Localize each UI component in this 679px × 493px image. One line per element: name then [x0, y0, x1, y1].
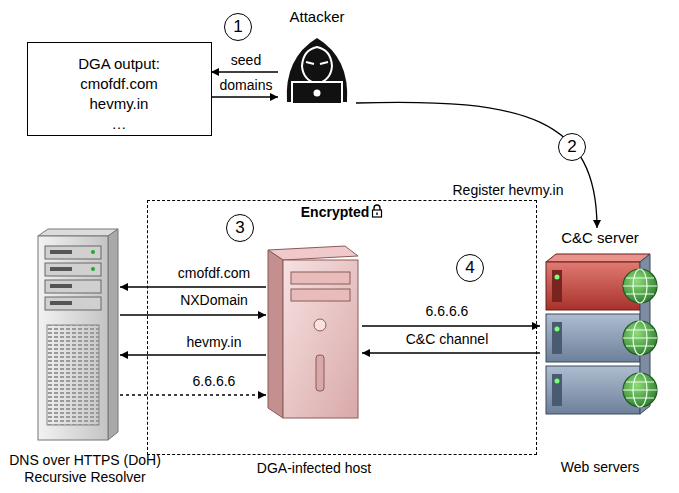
- edge-label: C&C channel: [404, 331, 491, 347]
- node-label: C&C server: [540, 228, 660, 247]
- edge-label: hevmy.in: [185, 334, 244, 350]
- node-label: DGA-infected host: [236, 460, 392, 477]
- callout-number: 3: [226, 214, 254, 242]
- arrow-connector: [120, 354, 266, 355]
- edge-label: seed: [229, 52, 263, 68]
- node-label: Encrypted: [301, 203, 369, 221]
- encrypted-region: EncryptedDGA-infected host: [147, 200, 537, 455]
- arrow-connector: [211, 71, 278, 72]
- callout-number: 2: [558, 133, 586, 161]
- edge-label: NXDomain: [178, 292, 250, 308]
- edge-label: 6.6.6.6: [424, 303, 471, 319]
- arrow-connector: [120, 286, 266, 287]
- arrow-connector: [120, 394, 266, 395]
- lock-symbol: [369, 203, 383, 220]
- edge-label: domains: [218, 77, 275, 93]
- node-label: Attacker: [278, 8, 356, 26]
- edge-label: cmofdf.com: [176, 265, 252, 281]
- host-node: DGA-infected host: [266, 245, 362, 421]
- node-sublabel: Web servers: [530, 459, 670, 476]
- lock-icon: [371, 204, 383, 218]
- resolver-node: DNS over HTTPS (DoH) Recursive Resolver: [35, 228, 120, 440]
- arrow-connector: [120, 314, 266, 315]
- output-box-outline: [28, 43, 212, 136]
- edge-label: 6.6.6.6: [191, 373, 238, 389]
- cc-server-node: C&C serverWeb servers: [540, 228, 660, 422]
- arrow-connector: [211, 96, 278, 97]
- output-box: DGA output:cmofdf.com hevmy.in …: [27, 42, 211, 135]
- infected-host-icon: [268, 246, 358, 418]
- attacker-icon: [287, 38, 348, 104]
- attacker-node: Attacker: [278, 8, 356, 108]
- arrow-connector: [362, 325, 540, 326]
- cc-server-stack-icon: [546, 254, 657, 414]
- node-sublabel: cmofdf.com hevmy.in …: [80, 74, 158, 134]
- edge-label: Register hevmy.in: [450, 182, 565, 198]
- node-label: DNS over HTTPS (DoH) Recursive Resolver: [4, 452, 166, 486]
- arrow-connector: [356, 102, 597, 228]
- resolver-server-icon: [38, 229, 118, 440]
- callout-number: 4: [456, 254, 484, 282]
- arrow-connector: [362, 352, 540, 353]
- node-label: DGA output:: [27, 54, 211, 74]
- callout-number: 1: [224, 13, 252, 41]
